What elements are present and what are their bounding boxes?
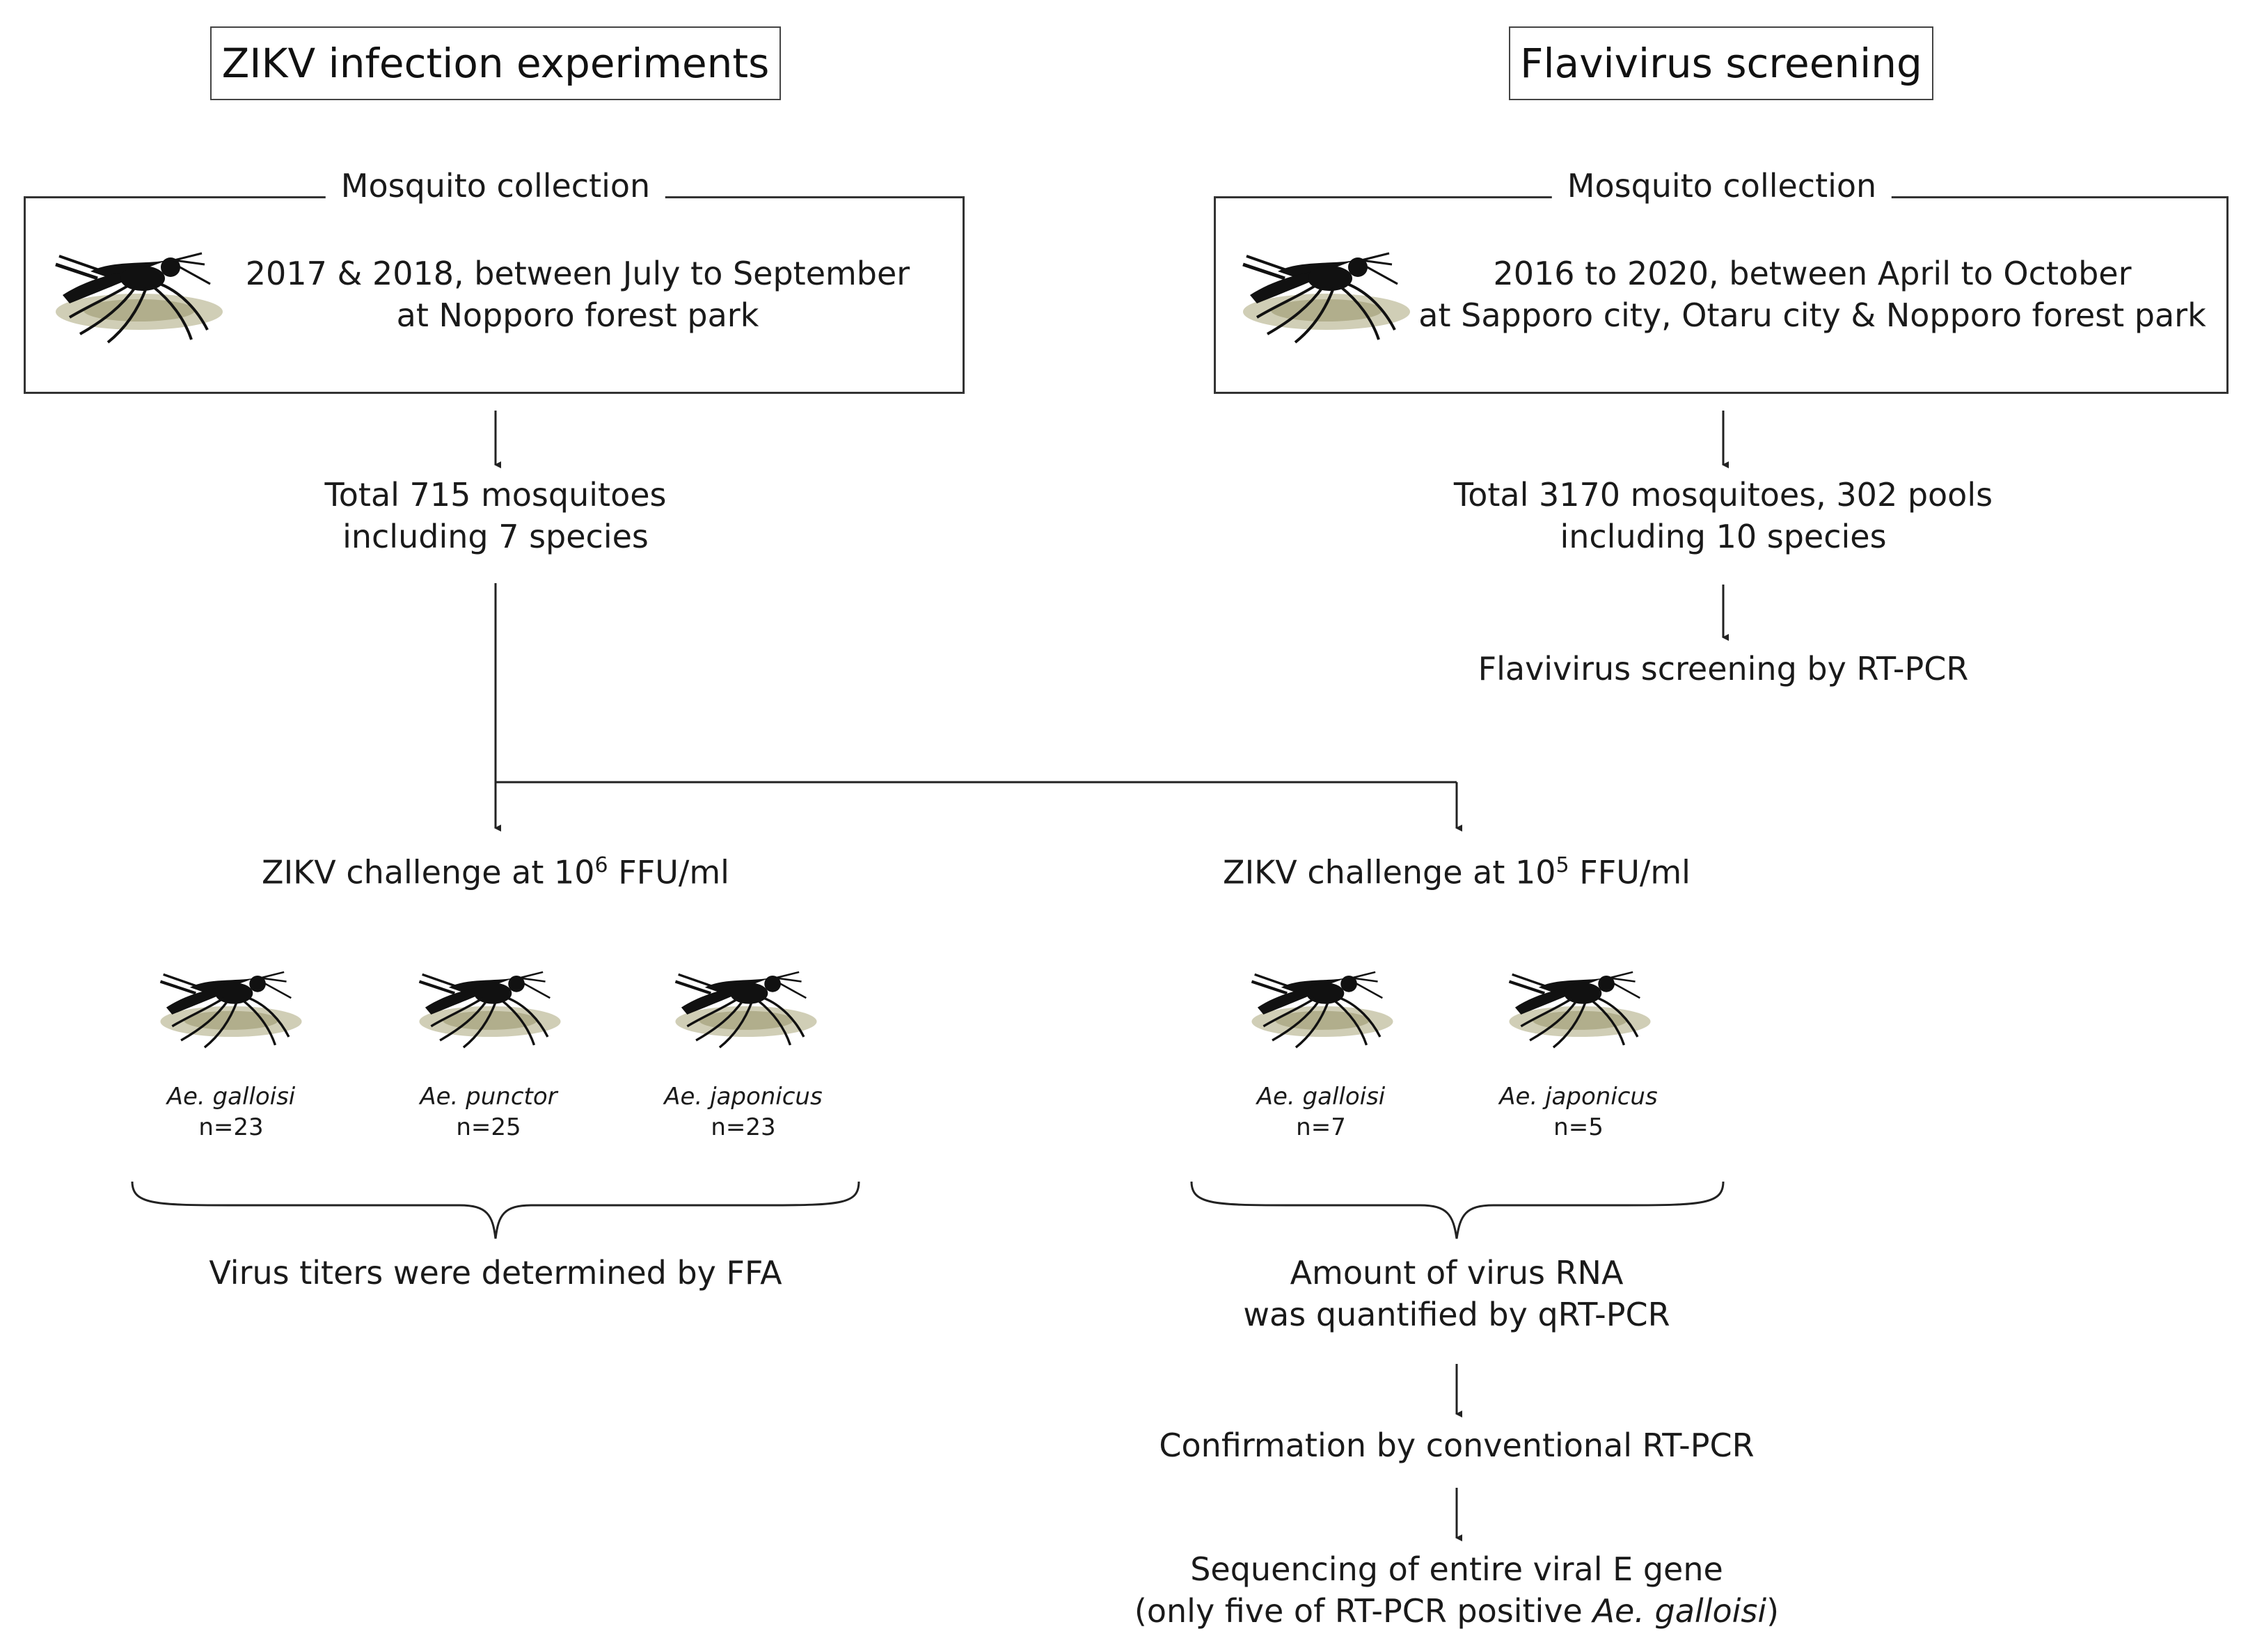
- sequencing-line2-suffix: ): [1766, 1591, 1780, 1630]
- left-challenge-exponent: 6: [594, 853, 608, 877]
- sequencing-line2-prefix: (only five of RT-PCR positive: [1134, 1591, 1593, 1630]
- species-count: n=7: [1296, 1113, 1346, 1142]
- right-total-text: Total 3170 mosquitoes, 302 pools includi…: [1454, 475, 1993, 558]
- species-count: n=23: [711, 1113, 776, 1142]
- right-species-2: Ae. japonicus n=5: [1499, 1081, 1657, 1143]
- left-challenge-text: ZIKV challenge at 106 FFU/ml: [262, 852, 729, 893]
- left-result-text: Virus titers were determined by FFA: [209, 1254, 782, 1292]
- sequencing-line1: Sequencing of entire viral E gene: [1190, 1550, 1723, 1588]
- mosquito-icon: [49, 251, 230, 355]
- left-header-text: ZIKV infection experiments: [221, 40, 770, 87]
- left-results-brace: [131, 1181, 860, 1239]
- species-count: n=5: [1553, 1113, 1604, 1142]
- flavivirus-screening-text: Flavivirus screening by RT-PCR: [1478, 650, 1969, 688]
- right-results-brace: [1190, 1181, 1725, 1239]
- species-name: Ae. japonicus: [1499, 1083, 1658, 1111]
- mosquito-icon: [1503, 969, 1656, 1059]
- right-result-text: Amount of virus RNA was quantified by qR…: [1243, 1253, 1670, 1336]
- left-collection-legend: Mosquito collection: [325, 167, 666, 205]
- left-collection-text: 2017 & 2018, between July to September a…: [246, 253, 910, 337]
- left-challenge-suffix: FFU/ml: [608, 853, 729, 891]
- species-count: n=23: [198, 1113, 264, 1142]
- right-header-text: Flavivirus screening: [1520, 40, 1922, 87]
- right-result-line2: was quantified by qRT-PCR: [1243, 1295, 1670, 1333]
- right-species-1: Ae. galloisi n=7: [1257, 1081, 1386, 1143]
- sequencing-text: Sequencing of entire viral E gene (only …: [1134, 1549, 1779, 1633]
- species-name: Ae. galloisi: [166, 1083, 296, 1111]
- left-collection-line2: at Nopporo forest park: [396, 296, 759, 334]
- left-species-1: Ae. galloisi n=23: [167, 1081, 296, 1143]
- species-name: Ae. galloisi: [1256, 1083, 1386, 1111]
- right-challenge-exponent: 5: [1556, 853, 1569, 877]
- mosquito-icon: [1236, 251, 1417, 355]
- confirmation-text: Confirmation by conventional RT-PCR: [1159, 1427, 1755, 1464]
- species-name: Ae. japonicus: [664, 1083, 823, 1111]
- left-species-2: Ae. punctor n=25: [420, 1081, 557, 1143]
- right-challenge-suffix: FFU/ml: [1569, 853, 1691, 891]
- species-name: Ae. punctor: [420, 1083, 557, 1111]
- right-challenge-prefix: ZIKV challenge at 10: [1223, 853, 1556, 891]
- species-count: n=25: [456, 1113, 521, 1142]
- mosquito-icon: [670, 969, 823, 1059]
- right-collection-line1: 2016 to 2020, between April to October: [1493, 255, 2132, 292]
- right-column-header: Flavivirus screening: [1509, 26, 1933, 100]
- right-total-line1: Total 3170 mosquitoes, 302 pools: [1453, 476, 1993, 514]
- left-challenge-prefix: ZIKV challenge at 10: [262, 853, 595, 891]
- right-collection-line2: at Sapporo city, Otaru city & Nopporo fo…: [1418, 296, 2206, 334]
- right-challenge-text: ZIKV challenge at 105 FFU/ml: [1223, 852, 1691, 893]
- sequencing-line2: (only five of RT-PCR positive Ae. galloi…: [1134, 1591, 1779, 1633]
- right-collection-text: 2016 to 2020, between April to October a…: [1418, 253, 2206, 337]
- left-collection-line1: 2017 & 2018, between July to September: [245, 255, 910, 292]
- right-result-line1: Amount of virus RNA: [1290, 1254, 1624, 1292]
- left-species-3: Ae. japonicus n=23: [664, 1081, 822, 1143]
- left-collection-box: [24, 196, 965, 394]
- left-total-text: Total 715 mosquitoes including 7 species: [325, 475, 667, 558]
- right-collection-legend: Mosquito collection: [1551, 167, 1892, 205]
- right-total-line2: including 10 species: [1560, 517, 1887, 555]
- left-column-header: ZIKV infection experiments: [210, 26, 781, 100]
- mosquito-icon: [413, 969, 567, 1059]
- sequencing-line2-species: Ae. galloisi: [1592, 1591, 1767, 1630]
- mosquito-icon: [155, 969, 308, 1059]
- left-total-line1: Total 715 mosquitoes: [324, 476, 667, 514]
- left-total-line2: including 7 species: [342, 517, 649, 555]
- mosquito-icon: [1246, 969, 1399, 1059]
